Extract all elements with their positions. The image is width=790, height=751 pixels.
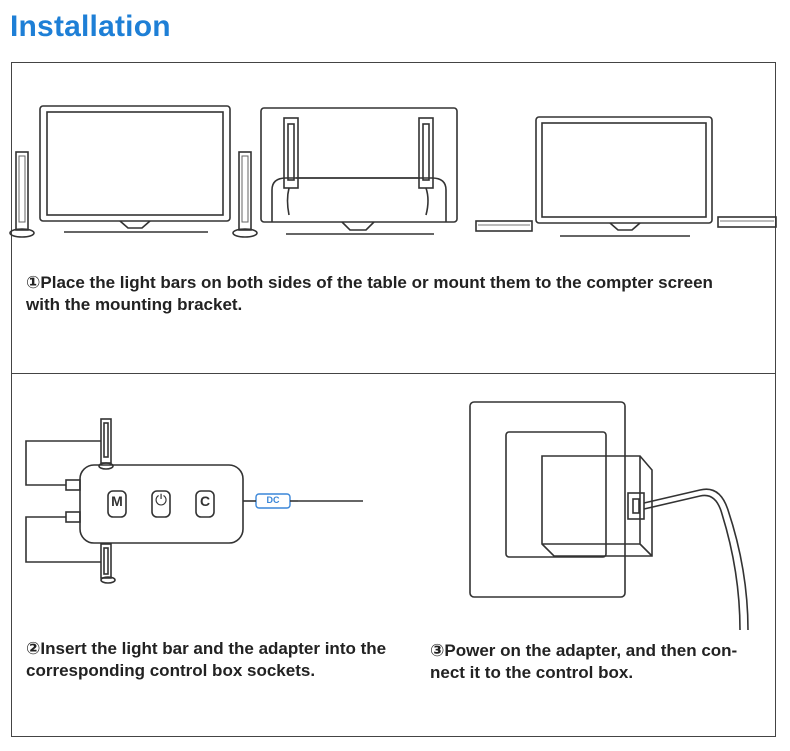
monitor-with-standing-bars bbox=[9, 105, 258, 238]
dc-label: DC bbox=[266, 495, 280, 505]
power-button[interactable]: ⏻ bbox=[155, 492, 167, 509]
monitor-with-flat-bars bbox=[475, 116, 777, 237]
section-divider bbox=[11, 373, 776, 374]
page-title: Installation bbox=[10, 10, 171, 43]
content-frame bbox=[11, 62, 776, 737]
adapter-wall-socket bbox=[469, 401, 749, 631]
mode-button[interactable]: M bbox=[111, 493, 123, 509]
monitor-rear-with-mounted-bars bbox=[260, 107, 458, 235]
step-2-caption: ②Insert the light bar and the adapter in… bbox=[26, 639, 387, 680]
control-box-diagram bbox=[25, 418, 363, 584]
step-1-caption: ①Place the light bars on both sides of t… bbox=[26, 273, 713, 314]
step-3-caption: ③Power on the adapter, and then con- nec… bbox=[430, 641, 738, 682]
color-button[interactable]: C bbox=[199, 493, 211, 509]
